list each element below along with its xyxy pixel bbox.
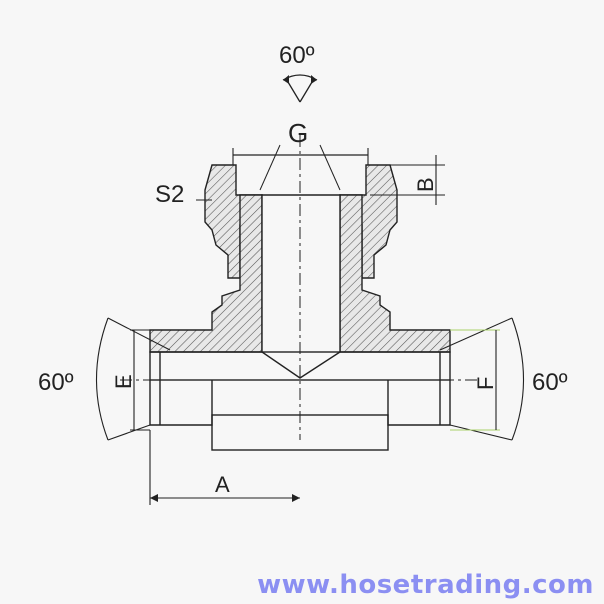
dim-f bbox=[450, 329, 500, 431]
hex-s2-label: S2 bbox=[155, 181, 184, 208]
center-bore bbox=[261, 194, 341, 379]
left-angle-marker bbox=[95, 317, 171, 441]
dim-e bbox=[130, 329, 150, 431]
angle-left-label: 60º bbox=[38, 369, 74, 396]
right-angle-marker bbox=[439, 317, 525, 441]
dim-a bbox=[149, 430, 300, 505]
top-angle-marker bbox=[282, 74, 318, 103]
thread-g-label: G bbox=[288, 118, 308, 148]
dim-a-label: A bbox=[215, 472, 230, 497]
angle-right-label: 60º bbox=[532, 369, 568, 396]
angle-top-label: 60º bbox=[279, 42, 315, 69]
dim-f-label: F bbox=[473, 377, 498, 390]
dim-b-label: B bbox=[413, 177, 438, 192]
dim-e-label: E bbox=[111, 374, 136, 389]
dim-b bbox=[370, 155, 445, 205]
watermark-text: www.hosetrading.com bbox=[257, 570, 594, 600]
